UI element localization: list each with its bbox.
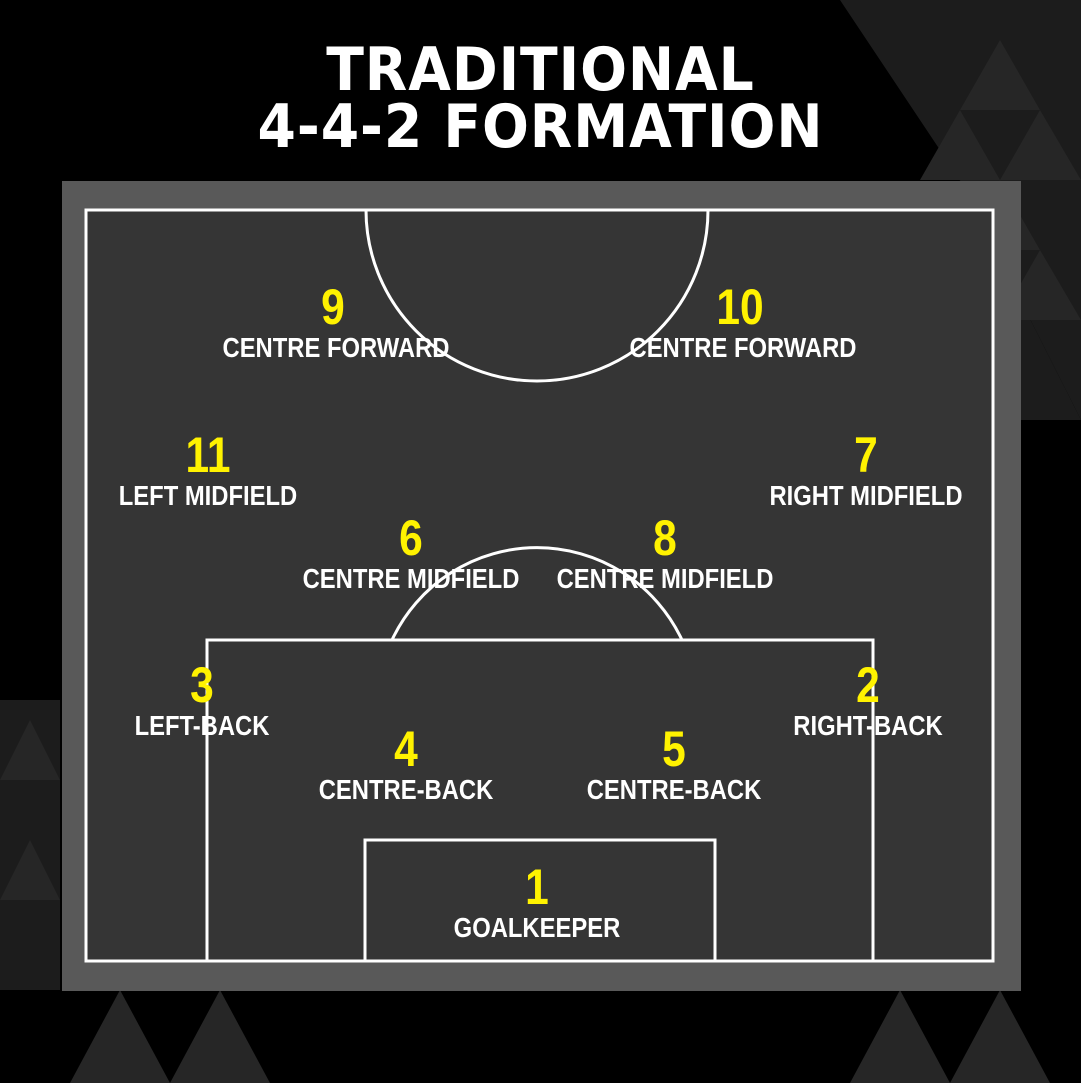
- player-position: CENTRE-BACK: [586, 774, 762, 805]
- player-position: LEFT-BACK: [134, 710, 270, 741]
- player-position: CENTRE MIDFIELD: [556, 563, 774, 594]
- player-number: 5: [662, 721, 686, 777]
- player-position: GOALKEEPER: [453, 912, 621, 943]
- player-centre-back-left: 4 CENTRE-BACK: [276, 724, 536, 806]
- player-centre-back-right: 5 CENTRE-BACK: [544, 724, 804, 806]
- player-position: CENTRE FORWARD: [222, 332, 450, 363]
- title-line-2: 4-4-2 FORMATION: [257, 92, 824, 162]
- player-right-midfield: 7 RIGHT MIDFIELD: [736, 430, 996, 512]
- player-number: 9: [321, 279, 345, 335]
- title-line-1: TRADITIONAL: [326, 35, 755, 105]
- player-position: RIGHT MIDFIELD: [769, 480, 963, 511]
- player-number: 8: [653, 510, 677, 566]
- centre-circle-arc: [364, 209, 710, 383]
- player-number: 11: [185, 427, 231, 483]
- player-number: 7: [854, 427, 878, 483]
- player-number: 6: [399, 510, 423, 566]
- player-number: 2: [856, 657, 880, 713]
- player-position: CENTRE FORWARD: [629, 332, 857, 363]
- penalty-arc: [390, 546, 684, 641]
- player-number: 4: [394, 721, 418, 777]
- goal-box: [363, 838, 717, 963]
- player-centre-midfield-right: 8 CENTRE MIDFIELD: [535, 513, 795, 595]
- player-number: 10: [716, 279, 764, 335]
- player-position: LEFT MIDFIELD: [118, 480, 298, 511]
- player-position: CENTRE MIDFIELD: [302, 563, 520, 594]
- player-number: 3: [190, 657, 214, 713]
- player-position: CENTRE-BACK: [318, 774, 494, 805]
- player-left-back: 3 LEFT-BACK: [72, 660, 332, 742]
- player-centre-midfield-left: 6 CENTRE MIDFIELD: [281, 513, 541, 595]
- player-centre-forward-left: 9 CENTRE FORWARD: [203, 282, 463, 364]
- player-centre-forward-right: 10 CENTRE FORWARD: [610, 282, 870, 364]
- player-goalkeeper: 1 GOALKEEPER: [407, 862, 667, 944]
- player-left-midfield: 11 LEFT MIDFIELD: [78, 430, 338, 512]
- player-right-back: 2 RIGHT-BACK: [738, 660, 998, 742]
- player-position: RIGHT-BACK: [793, 710, 943, 741]
- player-number: 1: [525, 859, 549, 915]
- pitch-surface: [84, 208, 995, 963]
